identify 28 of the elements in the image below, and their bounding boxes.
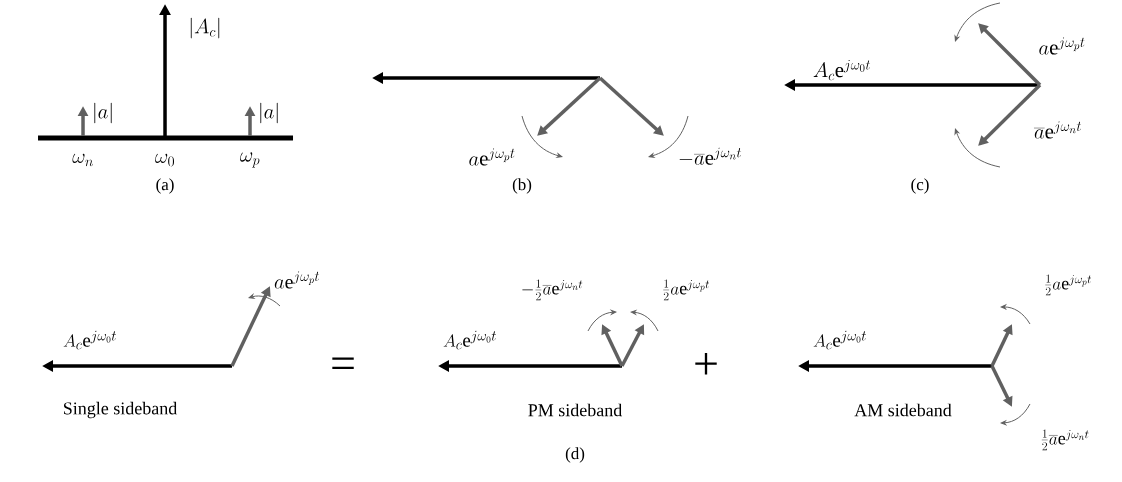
panel-caption: (b) [512,178,532,194]
frequency-label: $\omega_n$ [72,153,93,167]
phasor-label: $-\frac{1}{2}\overline{a}\mathrm{e}^{j\omega_n t}$ [522,279,583,301]
panel-caption: Single sideband [64,401,178,419]
phasor-label: $A_c\mathrm{e}^{j\omega_0 t}$ [63,330,116,350]
magnitude-label: $|A_c|$ [190,17,220,39]
panel-caption: (d) [565,447,585,463]
phasor-label: $A_c\mathrm{e}^{j\omega_0 t}$ [813,330,866,350]
magnitude-label: $|a|$ [260,102,278,124]
panel-caption: (a) [156,178,174,194]
plus-sign: + [695,353,717,375]
panel-caption: AM sideband [854,403,952,417]
phasor-label: $\frac{1}{2}a\mathrm{e}^{j\omega_p t}$ [1045,274,1092,296]
phasor-label: $-\overline{a}\mathrm{e}^{j\omega_n t}$ [679,147,742,165]
phasor-label: $a\mathrm{e}^{j\omega_p t}$ [274,271,320,289]
frequency-label: $\omega_p$ [240,152,260,168]
equals-sign: = [332,357,354,369]
phasor-label: $\frac{1}{2}a\mathrm{e}^{j\omega_p t}$ [663,279,710,301]
phasor-label: $A_c\mathrm{e}^{j\omega_0 t}$ [813,59,871,81]
panel-caption: PM sideband [528,403,623,417]
phasor-label: $A_c\mathrm{e}^{j\omega_0 t}$ [443,330,496,350]
magnitude-label: $|a|$ [94,102,112,124]
frequency-label: $\omega_0$ [155,153,174,167]
phasor-label: $\frac{1}{2}\overline{a}\mathrm{e}^{j\omega_n t}$ [1041,429,1089,451]
phasor-label: $\overline{a}\mathrm{e}^{j\omega_n t}$ [1033,121,1082,139]
phasor-label: $a\mathrm{e}^{j\omega_p t}$ [1039,37,1085,55]
panel-caption: (c) [911,178,929,194]
phasor-label: $a\mathrm{e}^{j\omega_p t}$ [469,148,515,166]
